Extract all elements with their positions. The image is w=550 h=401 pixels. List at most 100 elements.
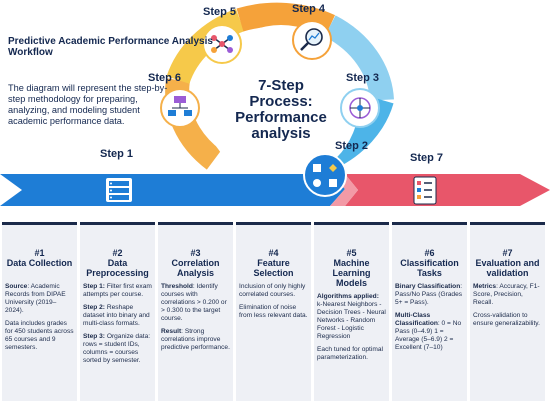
column-paragraph: Cross-validation to ensure generalizabil… [473, 312, 542, 328]
paragraph-label: Step 1: [83, 283, 105, 290]
paragraph-label: Binary Classification [395, 283, 461, 290]
paragraph-text: : Strong correlations improve predictive… [161, 328, 230, 351]
column-title: Evaluation and validation [475, 258, 540, 278]
column-icon-space [161, 225, 230, 247]
step2-circle [303, 153, 347, 197]
column-paragraph: Source: Academic Records from DIPAE Univ… [5, 283, 74, 315]
paragraph-label: Algorithms applied: [317, 293, 379, 300]
column-paragraph: Threshold: Identify courses with correla… [161, 283, 230, 323]
column-body: Algorithms applied: k-Nearest Neighbors … [317, 293, 386, 362]
column-paragraph: Step 1: Filter first exam attempts per c… [83, 283, 152, 299]
column-icon-space [317, 225, 386, 247]
column-paragraph: Step 2: Reshape dataset into binary and … [83, 304, 152, 328]
center-title: 7-Step Process: Performance analysis [235, 77, 327, 142]
column-icon-space [395, 225, 464, 247]
magnifier-chart-icon [300, 28, 323, 51]
column-paragraph: Multi-Class Classification: 0 = No Pass … [395, 312, 464, 352]
column-body: Metrics: Accuracy, F1-Score, Precision, … [473, 283, 542, 328]
paragraph-text: Filter first exam attempts per course. [83, 283, 152, 298]
column-paragraph: Elimination of noise from less relevant … [239, 304, 308, 320]
ring-segment-5 [166, 8, 245, 85]
red-arrow-band [345, 174, 550, 206]
paragraph-label: Step 3: [83, 333, 105, 340]
column-paragraph: Each tuned for optimal parameterization. [317, 346, 386, 362]
step4-circle [292, 20, 332, 60]
column-number: #4 [268, 248, 279, 258]
column-title: Correlation Analysis [171, 258, 220, 278]
paragraph-label: Multi-Class Classification [395, 312, 438, 327]
correlation-icon [349, 97, 371, 119]
column-body: Source: Academic Records from DIPAE Univ… [5, 283, 74, 352]
ring-segment-3 [324, 15, 394, 102]
column-number: #5 [346, 248, 357, 258]
paragraph-text: k-Nearest Neighbors - Decision Trees - N… [317, 301, 386, 340]
paragraph-text: Data includes grades for 450 students ac… [5, 320, 74, 351]
column-paragraph: Step 3: Organize data: rows = student ID… [83, 333, 152, 365]
paragraph-text: : Academic Records from DIPAE University… [5, 283, 66, 314]
flowchart-icon [313, 164, 337, 187]
paragraph-text: : Pass/No Pass (Grades 5+ = Pass). [395, 283, 463, 306]
column-icon-space [83, 225, 152, 247]
ring-center [203, 25, 359, 181]
paragraph-text: Each tuned for optimal parameterization. [317, 346, 383, 361]
column-number: #3 [190, 248, 201, 258]
column-number: #7 [502, 248, 513, 258]
process-ring [165, 2, 394, 181]
step-label-4: Step 4 [292, 3, 326, 15]
step-label-1: Step 1 [100, 148, 134, 160]
flowchart-icon [168, 96, 192, 116]
column-icon-space [239, 225, 308, 247]
step3-circle [340, 88, 380, 128]
column-number: #1 [34, 248, 45, 258]
arrow-joint [330, 174, 358, 206]
column-paragraph: Binary Classification: Pass/No Pass (Gra… [395, 283, 464, 307]
column-body: Threshold: Identify courses with correla… [161, 283, 230, 352]
column-number: #6 [424, 248, 435, 258]
server-icon [106, 178, 132, 202]
column-title: Feature Selection [253, 258, 294, 278]
diagram-description: The diagram will represent the step-by-s… [8, 83, 168, 126]
column-title: Classification Tasks [400, 258, 459, 278]
checklist-icon [413, 176, 437, 205]
step-label-2: Step 2 [335, 140, 369, 152]
paragraph-label: Step 2: [83, 304, 105, 311]
paragraph-text: Reshape dataset into binary and multi-cl… [83, 304, 150, 327]
paragraph-text: : Identify courses with correlations > 0… [161, 283, 227, 322]
paragraph-label: Metrics [473, 283, 497, 290]
step-label-7: Step 7 [410, 152, 444, 164]
column-body: Binary Classification: Pass/No Pass (Gra… [395, 283, 464, 352]
paragraph-label: Threshold [161, 283, 193, 290]
column-icon-space [5, 225, 74, 247]
paragraph-label: Source [5, 283, 28, 290]
column-body: Inclusion of only highly correlated cour… [239, 283, 308, 320]
paragraph-text: Organize data: rows = student IDs, colum… [83, 333, 151, 364]
step-label-5: Step 5 [203, 6, 237, 18]
paragraph-text: Cross-validation to ensure generalizabil… [473, 312, 540, 327]
column-number: #2 [112, 248, 123, 258]
paragraph-text: Elimination of noise from less relevant … [239, 304, 308, 319]
column-paragraph: Metrics: Accuracy, F1-Score, Precision, … [473, 283, 542, 307]
column-paragraph: Algorithms applied: k-Nearest Neighbors … [317, 293, 386, 341]
column-paragraph: Inclusion of only highly correlated cour… [239, 283, 308, 299]
step-label-6: Step 6 [148, 72, 182, 84]
paragraph-text: : 0 = No Pass (0–4.9) 1 = Average (5–6.9… [395, 320, 462, 351]
arrow-notch [0, 174, 22, 206]
column-paragraph: Data includes grades for 450 students ac… [5, 320, 74, 352]
paragraph-label: Result [161, 328, 182, 335]
paragraph-text: : Accuracy, F1-Score, Precision, Recall. [473, 283, 540, 306]
column-paragraph: Result: Strong correlations improve pred… [161, 328, 230, 352]
column-title: Machine Learning Models [332, 258, 371, 288]
step6-circle [160, 88, 200, 128]
column-title: Data Preprocessing [86, 258, 149, 278]
diagram-title: Predictive Academic Performance Analysis… [8, 36, 213, 58]
column-body: Step 1: Filter first exam attempts per c… [83, 283, 152, 365]
paragraph-text: Inclusion of only highly correlated cour… [239, 283, 306, 298]
blue-arrow-band [0, 174, 345, 206]
